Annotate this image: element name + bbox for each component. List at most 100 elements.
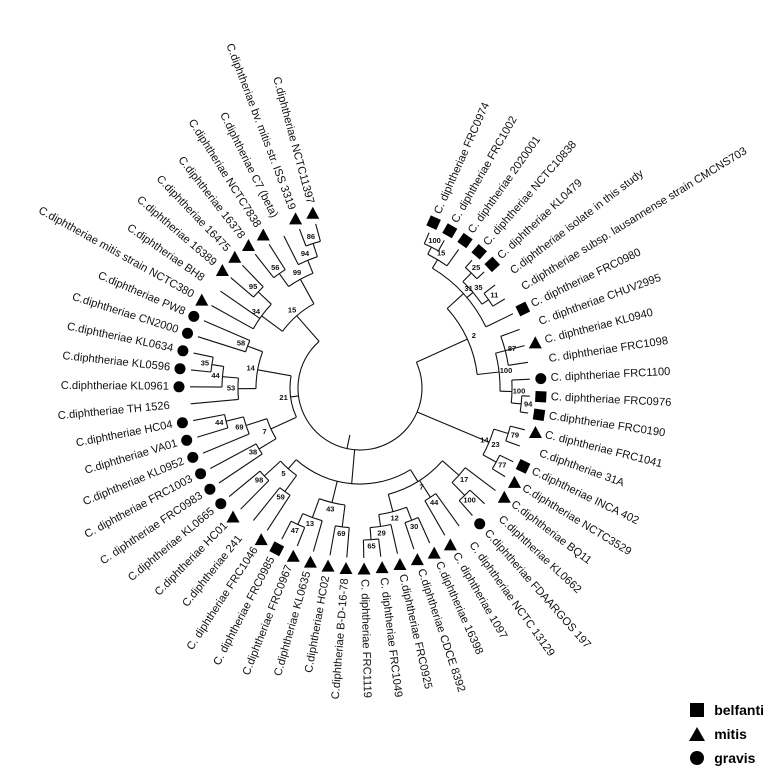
taxon-label: C. diphtheriae FRC0976 [551, 391, 672, 409]
branch-line [406, 507, 413, 521]
root-stem [346, 434, 351, 449]
branch-line [329, 525, 336, 556]
branch-line [446, 293, 464, 309]
square-marker [532, 408, 546, 421]
legend: belfanti mitis gravis [686, 698, 764, 770]
branch-line [369, 527, 372, 540]
branch-arc [495, 352, 501, 392]
branch-line [477, 371, 500, 376]
bootstrap-value: 79 [511, 431, 519, 440]
branch-line [481, 299, 489, 305]
triangle-marker [528, 425, 542, 438]
bootstrap-value: 30 [410, 522, 418, 531]
triangle-marker [241, 238, 255, 251]
branch-line [270, 416, 297, 430]
branch-line [296, 315, 320, 342]
branch-line [458, 500, 473, 516]
circle-marker [535, 373, 547, 385]
bootstrap-value: 25 [472, 263, 480, 272]
bootstrap-value: 47 [291, 526, 299, 535]
triangle-marker [226, 510, 240, 523]
branch-line [299, 279, 315, 305]
branch-line [281, 520, 292, 540]
bootstrap-value: 99 [293, 268, 301, 277]
branch-line [341, 504, 346, 527]
bootstrap-value: 95 [249, 282, 257, 291]
branch-line [225, 416, 244, 422]
triangle-marker [286, 549, 300, 562]
triangle-marker [497, 490, 511, 503]
square-marker [269, 541, 285, 557]
taxon-label: C.diphtheriae TH 1526 [57, 400, 170, 422]
branch-line [263, 460, 281, 477]
branch-line [464, 259, 473, 268]
bootstrap-value: 29 [377, 528, 385, 537]
triangle-marker [256, 228, 270, 241]
branch-line [499, 454, 514, 463]
branch-line [410, 469, 419, 482]
taxon-label: C. diphtheriae FRC1049 [377, 577, 404, 698]
circle-marker [474, 518, 486, 530]
branch-line [477, 437, 490, 443]
bootstrap-value: 100 [463, 495, 476, 504]
bootstrap-value: 38 [249, 448, 257, 457]
branch-arc [295, 459, 411, 485]
bootstrap-value: 12 [391, 513, 399, 522]
branch-line [197, 336, 246, 353]
bootstrap-value: 56 [271, 263, 279, 272]
branch-line [451, 482, 466, 496]
branch-line [297, 513, 304, 525]
branch-line [390, 524, 399, 554]
legend-item-mitis: mitis [686, 722, 764, 746]
branch-line [508, 361, 529, 366]
triangle-marker [339, 561, 353, 574]
branch-line [298, 228, 307, 247]
triangle-marker [375, 561, 389, 574]
triangle-marker [443, 538, 457, 551]
branch-line [193, 413, 225, 422]
branch-line [296, 527, 306, 547]
branch-line [476, 271, 485, 280]
branch-line [252, 487, 281, 521]
branch-line [307, 260, 314, 274]
bootstrap-value: 100 [428, 236, 441, 245]
branch-line [387, 494, 394, 512]
branch-line [258, 438, 277, 450]
triangle-marker [306, 206, 320, 219]
triangle-marker [357, 562, 371, 575]
branch-line [404, 522, 415, 550]
triangle-marker [215, 263, 229, 276]
legend-label: mitis [714, 726, 747, 742]
square-marker [426, 215, 441, 230]
branch-line [228, 470, 261, 498]
circle-marker [215, 498, 227, 510]
branch-line [197, 427, 229, 438]
branch-line [351, 449, 356, 484]
legend-item-belfanti: belfanti [686, 698, 764, 722]
bootstrap-value: 35 [474, 283, 482, 292]
bootstrap-value: 15 [288, 306, 296, 315]
square-icon [686, 702, 708, 718]
branch-arc [458, 489, 471, 501]
bootstrap-value: 11 [490, 291, 498, 300]
bootstrap-value: 14 [480, 435, 489, 444]
bootstrap-value: 86 [307, 232, 315, 241]
bootstrap-value: 98 [255, 476, 263, 485]
bootstrap-value: 53 [227, 384, 235, 393]
branch-line [416, 411, 479, 439]
circle-marker [204, 483, 216, 495]
triangle-marker [321, 559, 335, 572]
branch-arc [363, 538, 379, 541]
branch-arc [298, 256, 318, 266]
bootstrap-value: 7 [263, 427, 267, 436]
taxon-label: C. diphtheriae FRC1100 [550, 366, 670, 384]
branch-arc [288, 272, 314, 288]
bootstrap-value: 14 [247, 364, 256, 373]
branch-line [190, 369, 211, 373]
bootstrap-value: 21 [279, 393, 287, 402]
bootstrap-value: 5 [281, 469, 285, 478]
branch-line [211, 364, 224, 367]
branch-line [442, 460, 460, 476]
branch-line [505, 440, 520, 447]
triangle-marker [254, 533, 268, 546]
